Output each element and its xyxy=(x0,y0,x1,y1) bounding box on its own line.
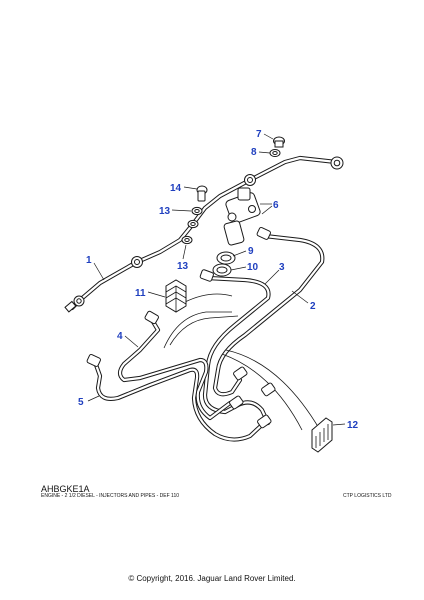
callout-13-upper: 13 xyxy=(159,206,171,217)
diagram-reference-code: AHBGKE1A xyxy=(41,484,90,494)
callout-4: 4 xyxy=(117,331,123,342)
injector xyxy=(223,187,273,246)
injector-seal xyxy=(212,263,232,277)
left-washer xyxy=(181,235,193,245)
callout-12: 12 xyxy=(347,420,359,431)
callout-9: 9 xyxy=(248,246,254,257)
pipe-5 xyxy=(92,359,267,442)
callout-3: 3 xyxy=(279,262,285,273)
publisher-credit: CTP LOGISTICS LTD xyxy=(343,493,392,499)
callout-2: 2 xyxy=(310,301,316,312)
fitting-upper-center xyxy=(244,174,256,186)
fitting-bottom-d xyxy=(257,414,272,429)
banjo-bolt xyxy=(273,136,285,148)
fitting-bottom-c xyxy=(229,395,244,410)
leader-lines xyxy=(87,133,346,426)
pipe-4 xyxy=(117,317,233,421)
callout-1: 1 xyxy=(86,255,92,266)
callout-8: 8 xyxy=(251,147,257,158)
bolt-washer xyxy=(269,149,281,157)
pipe-1 xyxy=(69,155,339,311)
callout-5: 5 xyxy=(78,397,84,408)
upper-washer xyxy=(191,206,203,216)
pipe-end-fittings xyxy=(64,156,344,429)
fitting-bottom-b xyxy=(261,382,276,397)
fitting-pipe4-top xyxy=(144,310,159,325)
fitting-pipe5-top xyxy=(86,353,101,367)
sealing-washer xyxy=(216,251,236,265)
fitting-lower-left xyxy=(64,295,85,313)
pipe-clamp-comb xyxy=(311,417,333,453)
return-lines xyxy=(163,293,321,431)
callout-6: 6 xyxy=(273,200,279,211)
lower-washer xyxy=(187,219,199,229)
callout-10: 10 xyxy=(247,262,259,273)
callout-13-lower: 13 xyxy=(177,261,189,272)
fitting-pipe2-top xyxy=(256,226,271,240)
fitting-pipe3-top xyxy=(199,269,214,282)
copyright-notice: © Copyright, 2016. Jaguar Land Rover Lim… xyxy=(128,574,296,583)
pipe-3 xyxy=(202,275,271,426)
callout-7: 7 xyxy=(256,129,262,140)
upper-bolt xyxy=(196,185,208,202)
callout-14: 14 xyxy=(170,183,182,194)
fitting-bottom-a xyxy=(233,366,248,381)
callout-11: 11 xyxy=(135,288,146,299)
pipe-clamp-block xyxy=(165,279,187,313)
diagram-subtitle: ENGINE - 2 1/2 DIESEL - INJECTORS AND PI… xyxy=(41,493,180,499)
fitting-right-end xyxy=(330,156,344,170)
callout-labels: 1 2 3 4 5 6 7 8 9 10 11 12 13 13 14 xyxy=(78,129,359,431)
fitting-clamp-left xyxy=(131,256,143,268)
